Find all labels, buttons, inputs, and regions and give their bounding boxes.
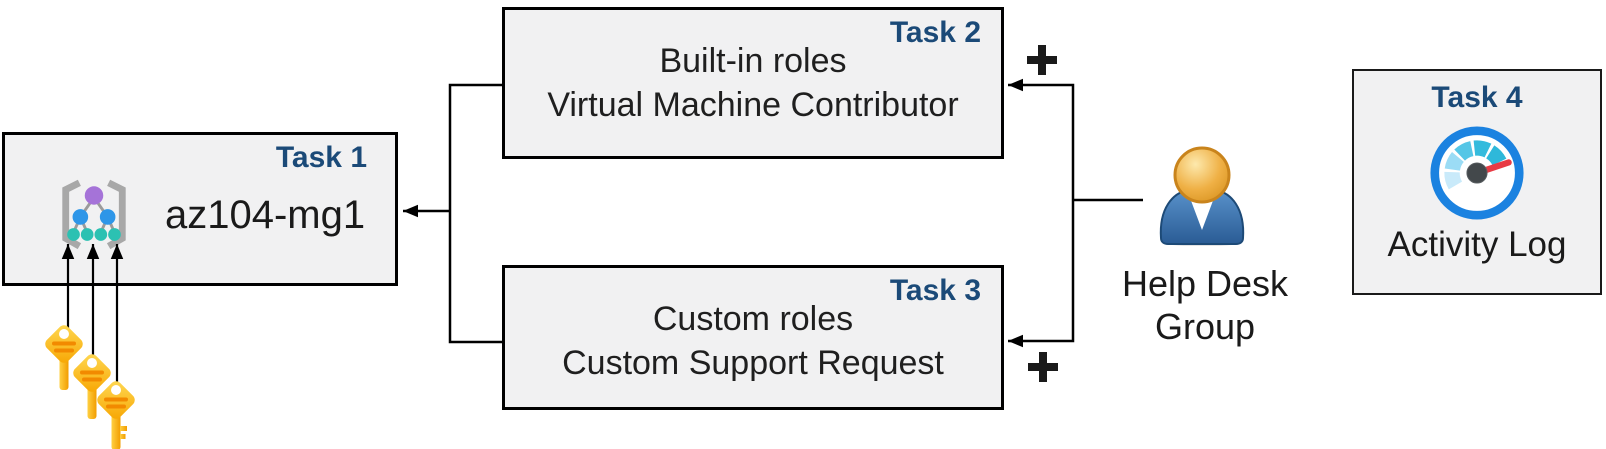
key-icon [73, 354, 111, 419]
connector-roles-bracket [448, 83, 503, 344]
help-desk-group-label: Help Desk Group [1100, 262, 1310, 348]
plus-icon-task2 [1027, 45, 1057, 75]
arrow-to-task3 [1008, 200, 1075, 348]
task4-label: Task 4 [1431, 81, 1523, 114]
task4-box: Task 4 Activity Log [1352, 69, 1602, 295]
task3-line2: Custom Support Request [562, 343, 944, 382]
arrow-to-task2 [1008, 78, 1075, 200]
plus-icon-task3 [1028, 352, 1058, 382]
task2-label: Task 2 [889, 16, 981, 49]
gauge-icon [1430, 126, 1524, 220]
task1-name: az104-mg1 [165, 192, 366, 237]
key-icon [97, 381, 135, 449]
task2-line1: Built-in roles [659, 42, 847, 80]
management-group-icon [62, 179, 126, 250]
task3-label: Task 3 [889, 274, 981, 307]
help-desk-group-line2: Group [1154, 306, 1256, 347]
task4-caption: Activity Log [1387, 225, 1567, 264]
task3-line1: Custom roles [652, 299, 854, 338]
help-desk-group-line1: Help Desk [1121, 263, 1289, 304]
task2-line2: Virtual Machine Contributor [547, 86, 959, 124]
task1-label: Task 1 [275, 141, 367, 174]
key-icon [45, 325, 83, 390]
task3-box: Task 3 Custom roles Custom Support Reque… [502, 265, 1004, 410]
task2-box: Task 2 Built-in roles Virtual Machine Co… [502, 7, 1004, 159]
user-icon [1156, 142, 1248, 247]
task1-box: Task 1 az104-mg1 [2, 132, 398, 286]
